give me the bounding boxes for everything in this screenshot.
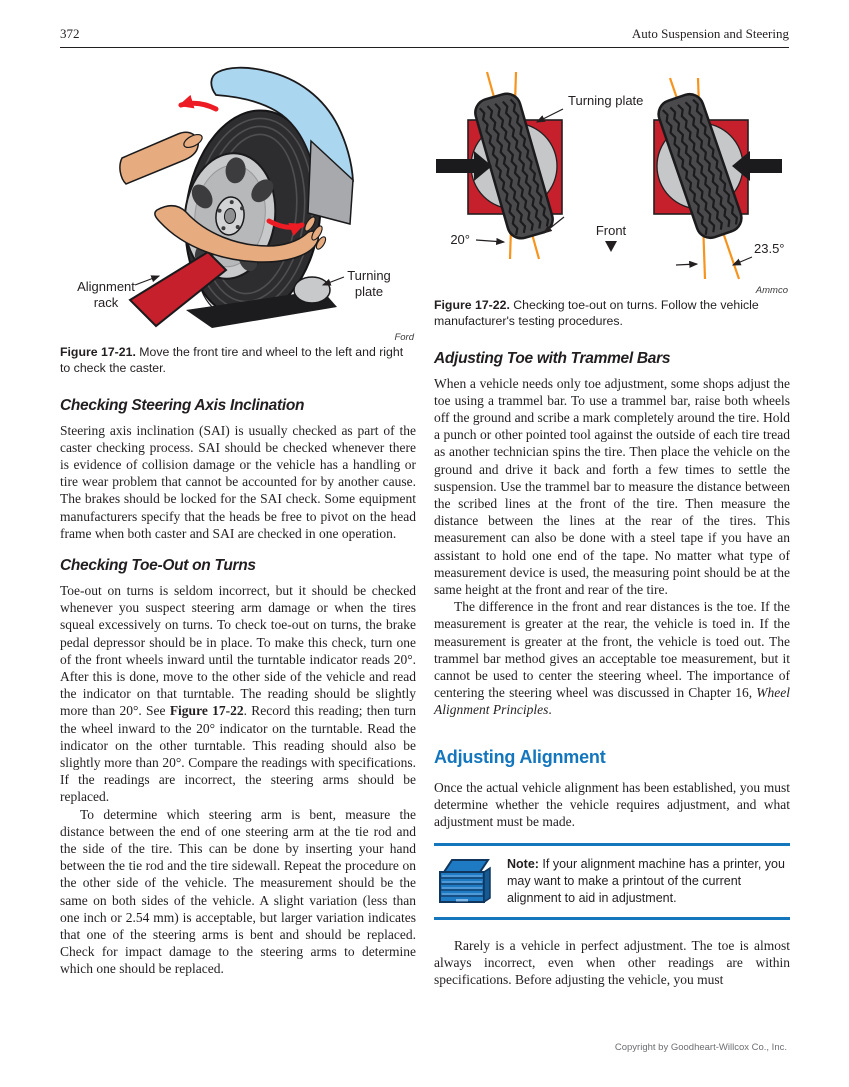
- page-number: 372: [60, 26, 80, 41]
- angle-23-label: 23.5°: [754, 241, 785, 256]
- figure-17-22-reference: Figure 17-22: [169, 703, 244, 719]
- rocker-panel: [307, 139, 354, 225]
- right-push-arrow: [732, 151, 782, 181]
- turning-plate-label: Turning: [347, 268, 391, 283]
- alignment-rack: [128, 250, 228, 328]
- paragraph-toe-out-2: To determine which steering arm is bent,…: [60, 806, 416, 977]
- right-turning-plate-assembly: 23.5°: [653, 77, 785, 280]
- paragraph-sai: Steering axis inclination (SAI) is usual…: [60, 422, 416, 541]
- heading-toe-out: Checking Toe-Out on Turns: [60, 557, 256, 575]
- right-line-pointer: [675, 260, 699, 268]
- figure-17-21-caption-label: Figure 17-21.: [60, 345, 136, 359]
- left-motion-arrow: [178, 94, 219, 112]
- turning-plate-edge: [293, 276, 331, 304]
- heading-trammel: Adjusting Toe with Trammel Bars: [434, 349, 671, 367]
- turning-plate-pointer: [321, 276, 345, 286]
- figure-17-22-illustration: 20° Turning plate Front: [436, 71, 785, 280]
- angle-20-label: 20°: [450, 232, 470, 247]
- left-tire: [474, 92, 554, 240]
- copyright-notice: Copyright by Goodheart-Willcox Co., Inc.: [614, 1042, 787, 1053]
- figure-17-22-caption: Figure 17-22. Checking toe-out on turns.…: [434, 298, 759, 328]
- figure-17-21-caption: Figure 17-21. Move the front tire and wh…: [60, 345, 404, 375]
- figure-17-21-credit: Ford: [394, 332, 414, 343]
- angle-20-pointer: [475, 237, 506, 246]
- chapter-reference: Wheel Alignment Principles: [434, 685, 790, 718]
- turning-plate-label2: plate: [355, 284, 383, 299]
- toolbox-icon: [439, 859, 491, 904]
- left-line-pointer: [543, 216, 565, 234]
- heading-adjusting-alignment: Adjusting Alignment: [434, 746, 606, 767]
- left-push-arrow: [436, 151, 492, 181]
- front-label: Front: [596, 223, 627, 238]
- turning-plate-label: Turning plate: [568, 93, 643, 108]
- note-box: Note: If your alignment machine has a pr…: [434, 843, 790, 920]
- alignment-rack-label: Alignment: [77, 279, 135, 294]
- paragraph-trammel-2: The difference in the front and rear dis…: [434, 599, 790, 718]
- paragraph-adjusting-1: Once the actual vehicle alignment has be…: [434, 779, 790, 830]
- angle-23-pointer: [731, 256, 753, 266]
- right-column: 20° Turning plate Front: [434, 64, 790, 988]
- figure-17-21-illustration: Alignment rack Turning plate: [77, 66, 391, 328]
- technician-arms: [119, 131, 327, 263]
- front-direction-icon: [605, 241, 617, 252]
- running-title: Auto Suspension and Steering: [631, 26, 789, 41]
- turning-plate-pointer: [535, 108, 564, 123]
- paragraph-adjusting-2: Rarely is a vehicle in perfect adjustmen…: [434, 937, 790, 988]
- paragraph-toe-out-1: Toe-out on turns is seldom incorrect, bu…: [60, 583, 416, 805]
- right-tire: [657, 92, 743, 240]
- note-text: Note: If your alignment machine has a pr…: [507, 857, 785, 905]
- figure-17-22-caption-label: Figure 17-22.: [434, 298, 510, 312]
- left-column: Alignment rack Turning plate Ford Figure…: [60, 64, 416, 978]
- page-header: 372 Auto Suspension and Steering: [60, 26, 789, 48]
- alignment-rack-label2: rack: [94, 295, 119, 310]
- alignment-rack-pointer: [134, 275, 161, 286]
- heading-checking-sai: Checking Steering Axis Inclination: [60, 396, 305, 414]
- paragraph-trammel-1: When a vehicle needs only toe adjustment…: [434, 375, 790, 598]
- right-motion-arrow: [266, 218, 305, 236]
- left-turning-plate-assembly: 20° Turning plate: [436, 71, 643, 260]
- figure-17-22-credit: Ammco: [755, 285, 788, 296]
- note-label: Note:: [507, 857, 539, 872]
